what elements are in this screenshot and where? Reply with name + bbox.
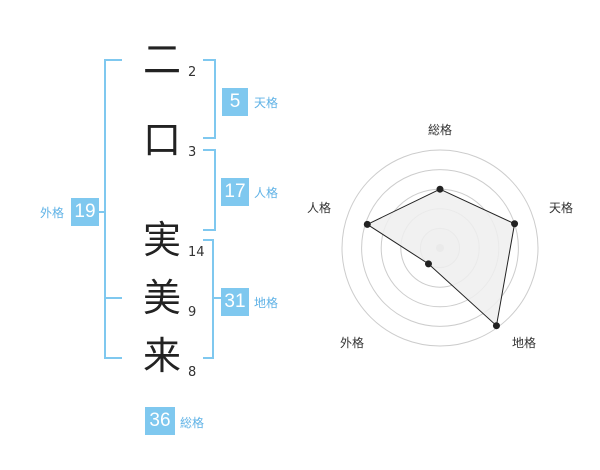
tenkaku-label: 天格	[254, 96, 279, 110]
radar-point-3	[492, 322, 500, 330]
chikaku-value: 31	[221, 288, 249, 316]
tenkaku-value: 5	[222, 88, 248, 116]
name-char-4: 美	[142, 276, 181, 320]
radar-axis-label-gaikaku: 外格	[340, 336, 365, 350]
jinkaku-bracket	[203, 149, 216, 231]
radar-grid-ring-2	[361, 169, 519, 327]
name-char-5: 来	[142, 334, 181, 378]
radar-point-5	[363, 220, 371, 228]
radar-chart	[341, 149, 539, 347]
stroke-count-1: 2	[188, 65, 197, 80]
tenkaku-bracket	[203, 59, 216, 139]
stroke-count-5: 8	[188, 365, 197, 380]
stroke-count-4: 9	[188, 305, 197, 320]
name-char-3: 実	[142, 218, 181, 262]
gaikaku-value: 19	[71, 198, 99, 226]
name-char-2: 口	[142, 118, 181, 162]
soukaku-label: 総格	[180, 416, 205, 430]
gaikaku-bracket	[104, 59, 122, 359]
radar-grid-ring-1	[341, 149, 539, 347]
radar-axis-label-soukaku: 総格	[428, 123, 453, 137]
radar-data-polygon	[366, 188, 516, 327]
stroke-count-3: 14	[188, 245, 205, 260]
soukaku-value: 36	[145, 407, 175, 435]
radar-point-4	[424, 260, 432, 268]
jinkaku-label: 人格	[254, 186, 279, 200]
radar-point-2	[511, 220, 519, 228]
radar-point-1	[436, 185, 444, 193]
radar-axis-label-chikaku: 地格	[512, 336, 537, 350]
jinkaku-value: 17	[221, 178, 249, 206]
chikaku-label: 地格	[254, 296, 279, 310]
gaikaku-label: 外格	[40, 206, 65, 220]
stroke-count-2: 3	[188, 145, 197, 160]
radar-axis-label-jinkaku: 人格	[307, 201, 332, 215]
name-char-1: 二	[142, 38, 181, 82]
radar-axis-label-tenkaku: 天格	[549, 201, 574, 215]
